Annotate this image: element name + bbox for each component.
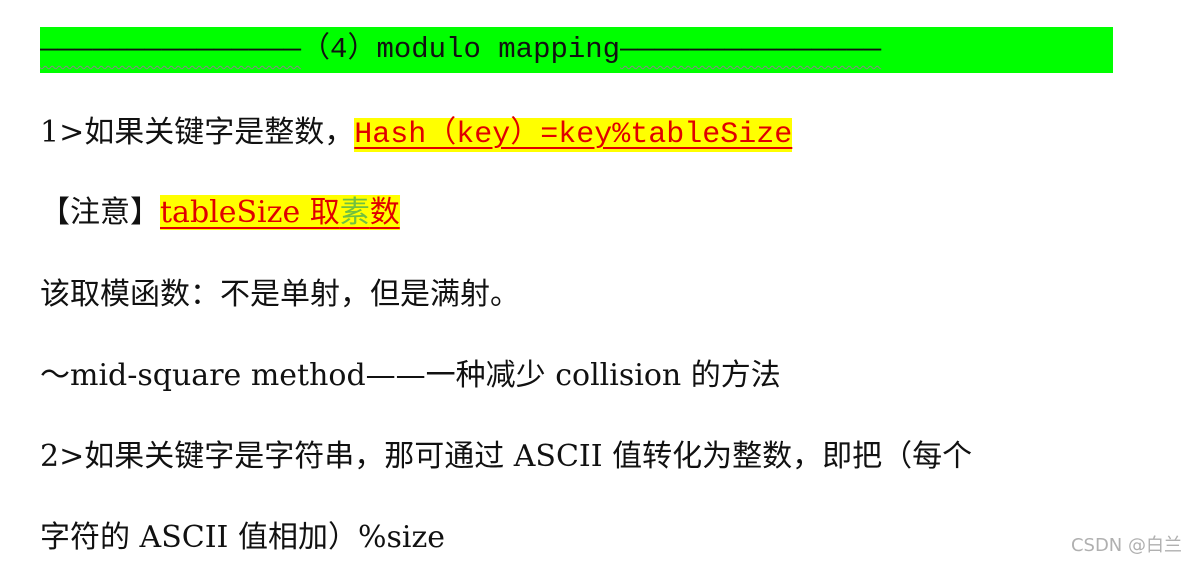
paragraph-integer-key: 1>如果关键字是整数，Hash（key）=key%tableSize (40, 113, 793, 155)
note-text-c: 数 (369, 195, 400, 230)
paragraph-string-key: 2>如果关键字是字符串，那可通过 ASCII 值转化为整数，即把（每个 (40, 437, 972, 477)
heading-title: （4）modulo mapping (301, 33, 621, 66)
paragraph-string-key-cont: 字符的 ASCII 值相加）%size (40, 518, 445, 558)
modulo-property-text: 该取模函数：不是单射，但是满射。 (40, 277, 520, 312)
string-key-cont-text: 字符的 ASCII 值相加）%size (40, 520, 445, 555)
note-highlight: tableSize 取素数 (160, 195, 400, 230)
note-bracket: 【注意】 (40, 195, 160, 230)
hash-formula: Hash（key）=key%tableSize (354, 118, 793, 152)
paragraph-note: 【注意】tableSize 取素数 (40, 193, 400, 233)
note-text-a: tableSize 取 (160, 195, 340, 230)
string-key-text: 2>如果关键字是字符串，那可通过 ASCII 值转化为整数，即把（每个 (40, 439, 973, 474)
heading-dashes-left: ——————————————— (40, 33, 302, 66)
paragraph-mid-square: ～mid-square method——一种减少 collision 的方法 (40, 356, 781, 396)
section-heading: ———————————————（4）modulo mapping————————… (40, 30, 1113, 70)
mid-square-text: ～mid-square method——一种减少 collision 的方法 (40, 358, 781, 393)
note-text-b: 素 (339, 195, 370, 230)
csdn-watermark: CSDN @白兰 (1070, 535, 1182, 556)
heading-highlight-bar (40, 27, 1113, 73)
paragraph-modulo-property: 该取模函数：不是单射，但是满射。 (40, 275, 520, 315)
heading-dashes-right: ——————————————— (620, 33, 882, 66)
integer-key-prefix: 1>如果关键字是整数， (40, 115, 355, 150)
